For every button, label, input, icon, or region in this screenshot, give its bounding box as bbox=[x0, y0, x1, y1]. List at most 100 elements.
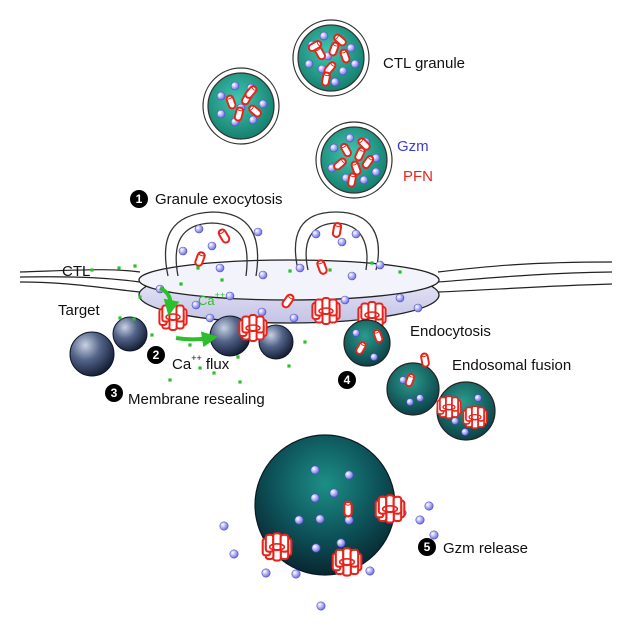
perforin-monomer-body bbox=[333, 157, 347, 171]
granzyme-dot bbox=[261, 568, 271, 578]
perforin-monomer-cap bbox=[351, 161, 358, 166]
perforin-monomer bbox=[355, 341, 367, 355]
ctl-granule bbox=[315, 121, 393, 199]
perforin-monomer-cap bbox=[334, 34, 339, 40]
granzyme-dot bbox=[216, 91, 226, 101]
granzyme-dot bbox=[352, 329, 360, 337]
granzyme-dot bbox=[338, 66, 348, 76]
calcium-ion-dot bbox=[287, 364, 291, 368]
calcium-ion-dot bbox=[196, 266, 200, 270]
perforin-pore-subunit bbox=[477, 406, 485, 422]
perforin-pore-lumen bbox=[318, 307, 334, 315]
granzyme-dot bbox=[258, 99, 268, 109]
step-1-label: Granule exocytosis bbox=[155, 191, 283, 208]
perforin-monomer-cap bbox=[226, 95, 233, 100]
target-sphere bbox=[69, 331, 115, 377]
ctl-membrane-tail-left-lower bbox=[19, 281, 141, 293]
exocytosis-arch-right bbox=[294, 211, 380, 271]
perforin-monomer bbox=[333, 157, 347, 171]
granzyme-dot bbox=[225, 291, 235, 301]
granzyme-dot bbox=[194, 224, 204, 234]
calcium-ion-dot bbox=[118, 316, 122, 320]
granzyme-dot bbox=[365, 566, 375, 576]
perforin-pore-subunit bbox=[451, 396, 459, 412]
calcium-ion-dot bbox=[328, 268, 332, 272]
perforin-monomer-cap bbox=[368, 155, 374, 161]
granzyme-dot bbox=[429, 530, 439, 540]
gzm-label: Gzm bbox=[397, 138, 429, 155]
granzyme-dot bbox=[311, 229, 321, 239]
calcium-flux-label: Ca++ flux bbox=[172, 354, 230, 373]
granzyme-dot bbox=[215, 263, 225, 273]
granzyme-dot bbox=[289, 313, 299, 323]
granzyme-dot bbox=[344, 470, 354, 480]
perforin-monomer-cap bbox=[330, 62, 336, 67]
calcium-ion-symbol: Ca bbox=[198, 293, 215, 308]
granzyme-dot bbox=[191, 300, 201, 310]
ctl-membrane-tail-left-mid bbox=[19, 276, 141, 283]
perforin-monomer bbox=[361, 155, 375, 169]
granzyme-dot bbox=[350, 59, 360, 69]
perforin-pore-lumen bbox=[245, 324, 261, 332]
endosome bbox=[386, 362, 440, 416]
granzyme-dot bbox=[351, 229, 361, 239]
granzyme-dot bbox=[319, 31, 329, 41]
perforin-monomer bbox=[225, 94, 237, 110]
granzyme-dot bbox=[178, 246, 188, 256]
perforin-monomer bbox=[233, 106, 245, 122]
perforin-pore-subunit bbox=[392, 495, 403, 515]
calcium-ion-dot bbox=[168, 378, 172, 382]
calcium-flux-word: flux bbox=[201, 356, 230, 373]
perforin-monomer-body bbox=[357, 137, 371, 151]
granzyme-dot bbox=[304, 59, 314, 69]
calcium-flux-symbol: Ca bbox=[172, 356, 192, 373]
calcium-ion-charge: ++ bbox=[214, 290, 226, 300]
perforin-pore bbox=[311, 297, 341, 325]
perforin-pore-lumen bbox=[268, 543, 286, 551]
perforin-monomer bbox=[328, 41, 340, 57]
granzyme-dot bbox=[310, 465, 320, 475]
perforin-monomer bbox=[347, 172, 357, 188]
calcium-ion-dot bbox=[132, 317, 136, 321]
granzyme-dot bbox=[219, 521, 229, 531]
perforin-monomer-cap bbox=[237, 107, 244, 112]
perforin-monomer-cap bbox=[421, 353, 428, 358]
perforin-pore bbox=[158, 303, 188, 331]
pfn-label: PFN bbox=[403, 168, 433, 185]
perforin-monomer-cap bbox=[360, 342, 366, 347]
calcium-ion-dot bbox=[138, 295, 142, 299]
perforin-monomer-cap bbox=[344, 501, 352, 506]
granzyme-dot bbox=[347, 271, 357, 281]
calcium-ion-dot bbox=[133, 264, 137, 268]
granzyme-dot bbox=[375, 260, 385, 270]
granzyme-dot bbox=[229, 549, 239, 559]
granzyme-dot bbox=[359, 175, 369, 185]
granzyme-dot bbox=[248, 115, 258, 125]
calcium-ion-dot bbox=[117, 266, 121, 270]
calcium-ion-dot bbox=[188, 343, 192, 347]
calcium-flux-charge: ++ bbox=[191, 353, 202, 363]
granzyme-dot bbox=[424, 501, 434, 511]
calcium-ion-dot bbox=[236, 355, 240, 359]
granzyme-dot bbox=[311, 543, 321, 553]
granzyme-dot bbox=[406, 398, 414, 406]
calcium-ion-dot bbox=[238, 380, 242, 384]
perforin-pore-subunit bbox=[349, 548, 360, 568]
perforin-pore bbox=[462, 405, 488, 430]
perforin-pore-subunit bbox=[255, 315, 265, 334]
ctl-granule bbox=[202, 67, 280, 145]
calcium-ion-dot bbox=[212, 371, 216, 375]
perforin-monomer bbox=[333, 33, 347, 47]
perforin-monomer-cap bbox=[373, 329, 380, 334]
perforin-pore-lumen bbox=[442, 403, 456, 411]
granzyme-dot bbox=[315, 514, 325, 524]
perforin-monomer-cap bbox=[218, 229, 225, 234]
granzyme-dot bbox=[230, 81, 240, 91]
perforin-monomer-cap bbox=[359, 147, 365, 152]
granzyme-dot bbox=[257, 307, 267, 317]
calcium-ion-dot bbox=[179, 282, 183, 286]
exocytosis-arch-left-inner bbox=[175, 222, 248, 277]
perforin-monomer bbox=[307, 40, 323, 52]
calcium-ion-label: Ca++ bbox=[198, 291, 225, 308]
